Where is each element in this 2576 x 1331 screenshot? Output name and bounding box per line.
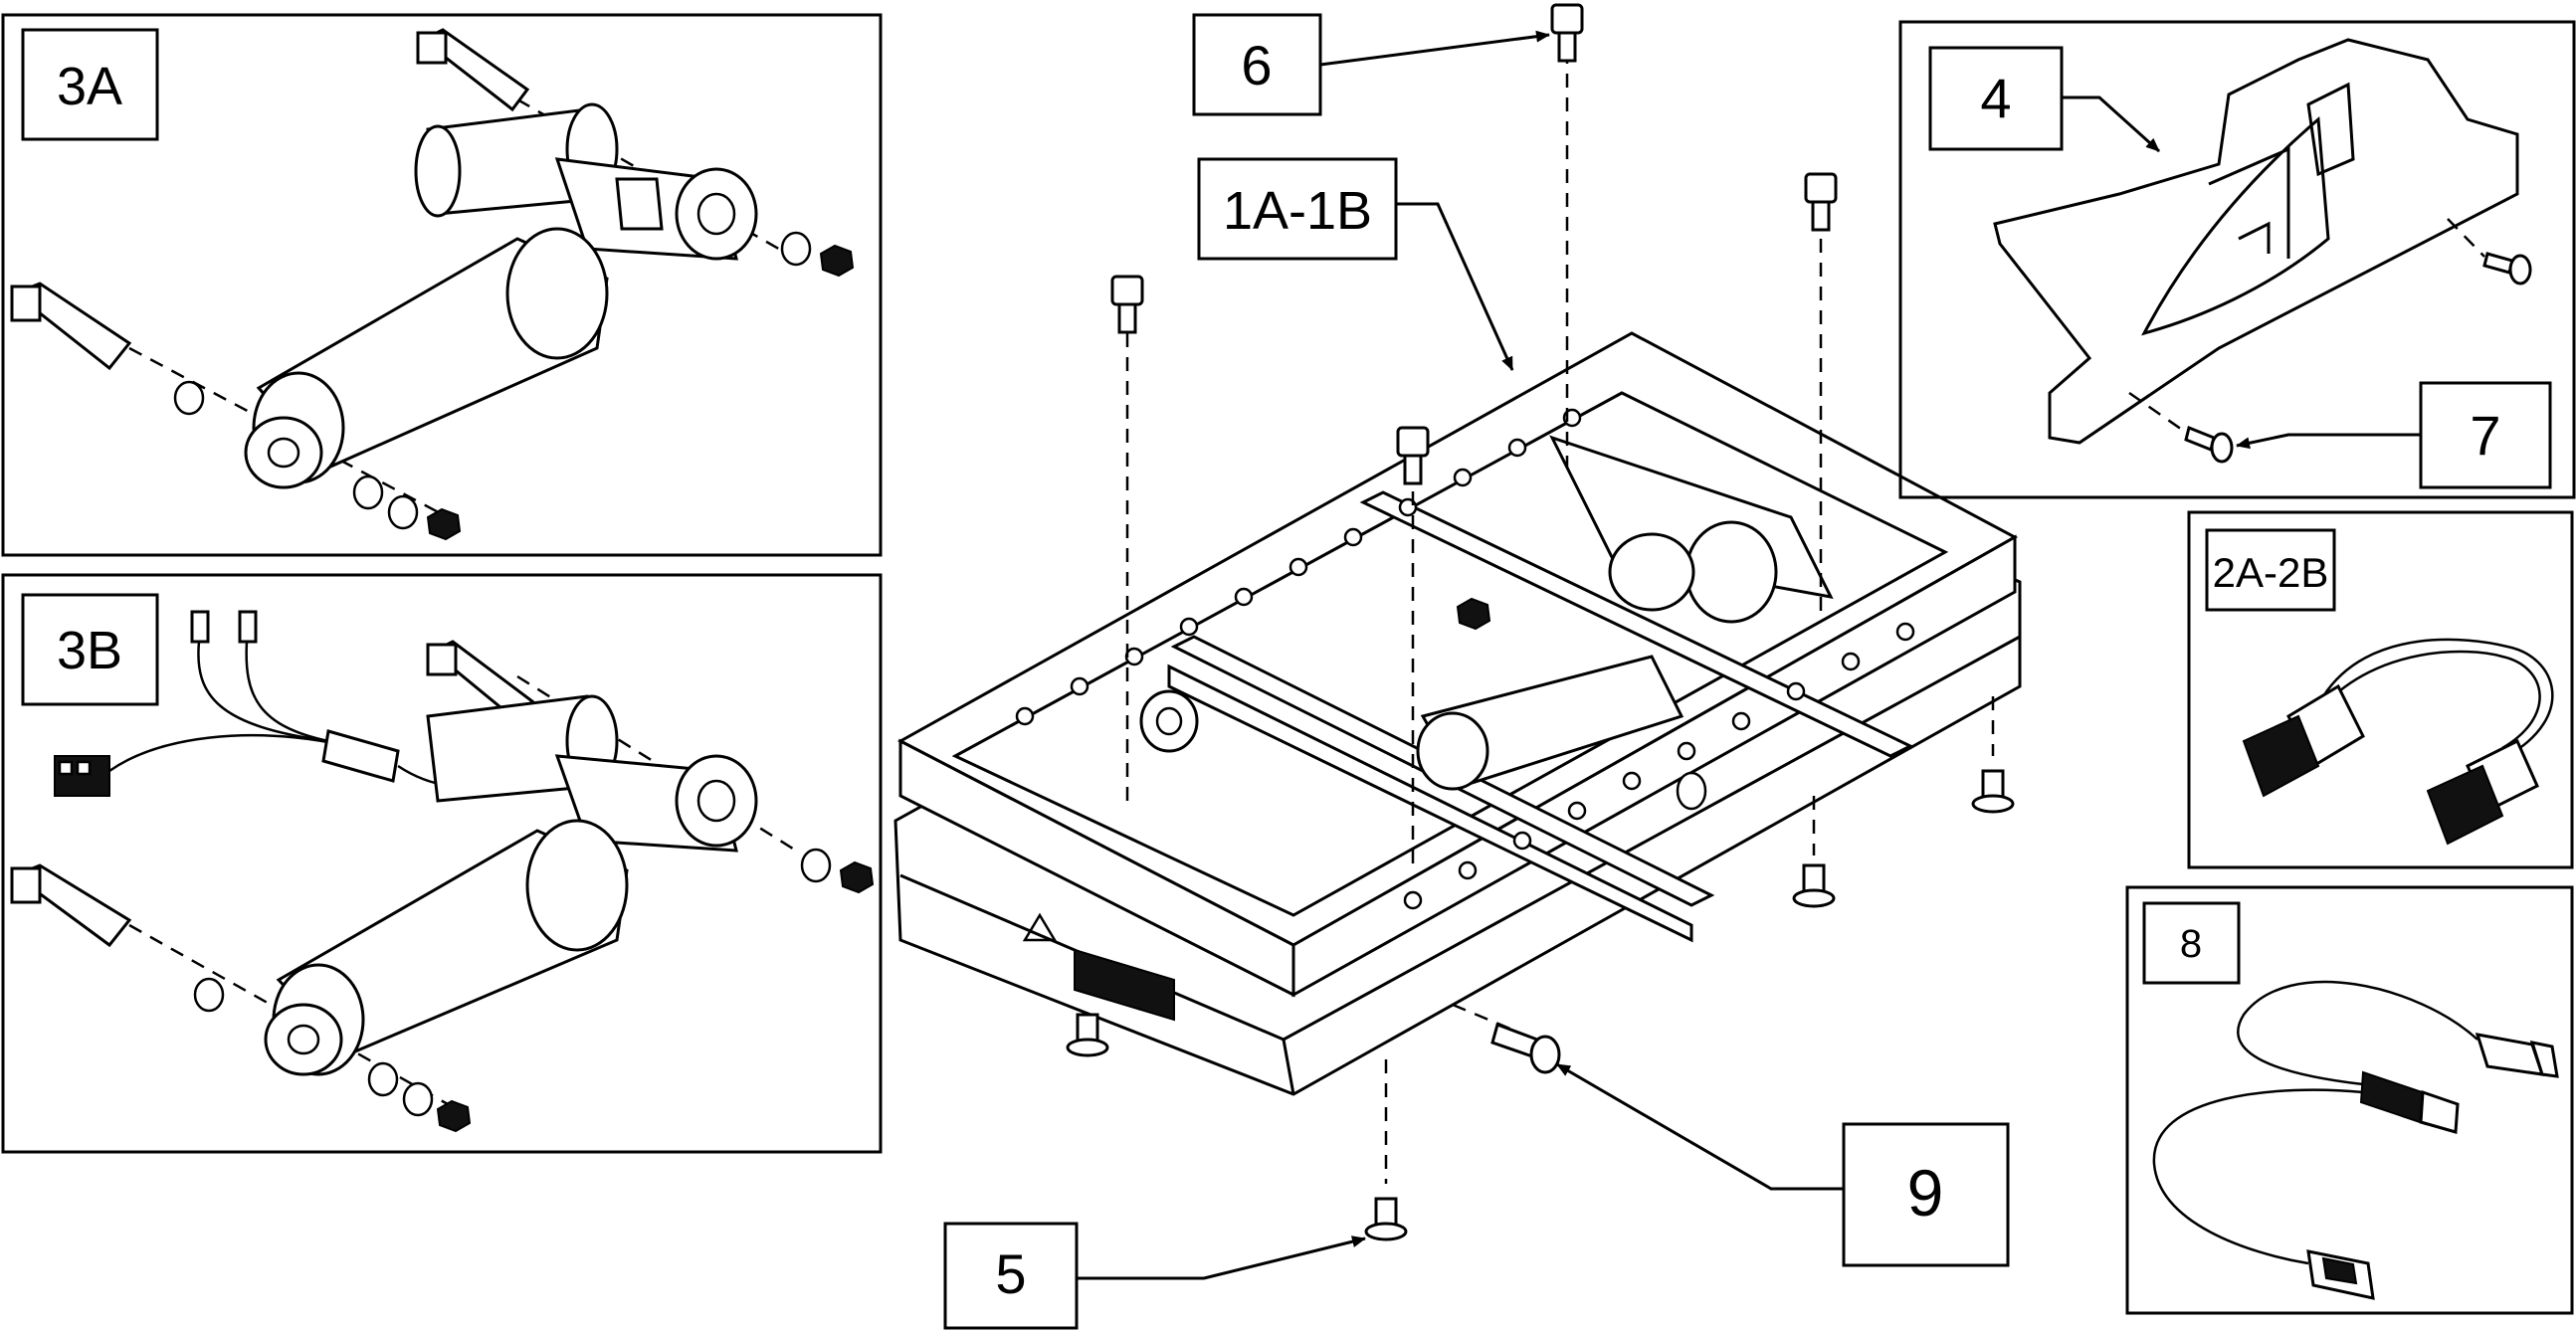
panel-3a: 3A xyxy=(1,13,883,557)
rail-holes xyxy=(1015,408,1915,910)
panel-2a-2b: 2A-2B xyxy=(2187,510,2574,869)
callout-6: 6 xyxy=(1241,34,1272,96)
actuator-3a xyxy=(10,28,855,541)
callout-5-group: 5 xyxy=(943,1222,1366,1330)
actuator-3b xyxy=(10,610,875,1133)
flange-screw-5 xyxy=(1364,1197,1408,1241)
cable-2a-2b xyxy=(2242,638,2554,846)
callout-1a-1b: 1A-1B xyxy=(1223,181,1372,241)
socket-cap-screw-6 xyxy=(1550,3,1584,63)
seat-frame-assembly xyxy=(893,3,2022,1241)
callout-9-group: 9 xyxy=(1556,1062,2010,1267)
callout-6-group: 6 xyxy=(1192,13,1550,116)
callout-5: 5 xyxy=(995,1242,1026,1305)
callout-3b: 3B xyxy=(57,621,122,680)
callout-3a: 3A xyxy=(57,57,122,116)
side-screw-9 xyxy=(1490,1023,1561,1074)
callout-9: 9 xyxy=(1907,1156,1944,1230)
callout-8: 8 xyxy=(2180,922,2202,966)
cover-plate xyxy=(1993,38,2519,445)
cable-8 xyxy=(2152,980,2559,1300)
callout-7: 7 xyxy=(2470,404,2500,467)
screw-7 xyxy=(2184,425,2234,464)
callout-2a-2b: 2A-2B xyxy=(2213,549,2329,596)
callout-1a-1b-group: 1A-1B xyxy=(1197,157,1514,371)
panel-3b: 3B xyxy=(1,573,883,1154)
callout-4: 4 xyxy=(1980,67,2011,129)
panel-4: 4 7 xyxy=(1898,20,2576,499)
panel-8: 8 xyxy=(2125,885,2574,1315)
